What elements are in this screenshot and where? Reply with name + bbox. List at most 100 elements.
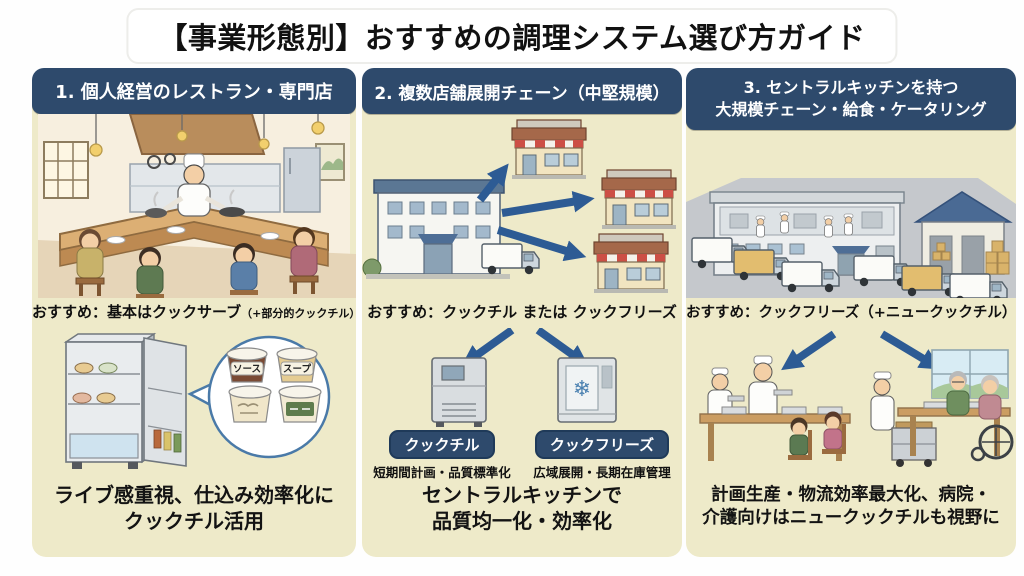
- panel1-summary-line1: ライブ感重視、仕込み効率化に: [54, 483, 334, 507]
- serving-scenes-illustration: [699, 330, 1014, 467]
- window-icon: [931, 349, 1009, 399]
- cook-freeze-group: クックフリーズ 広域展開・長期在庫管理: [522, 430, 682, 481]
- window-lattice-icon: [43, 141, 89, 199]
- panel2-summary-line2: 品質均一化・効率化: [432, 509, 612, 534]
- panel1-header: 1. 個人経営のレストラン・専門店: [32, 68, 356, 114]
- chair-back: [842, 424, 846, 454]
- box-stack-icon: [985, 240, 1010, 275]
- tray-icon: [773, 389, 793, 396]
- plate-icon: [106, 236, 126, 244]
- bottle-icon: [163, 431, 172, 451]
- arrow-down-right-icon: [496, 226, 587, 262]
- customer-figure: [75, 229, 105, 296]
- factory-awning: [832, 246, 870, 254]
- cargo-box-icon: [936, 242, 946, 252]
- arrow-right-icon: [501, 191, 595, 217]
- restaurant-counter-illustration: [38, 114, 356, 298]
- cook-freeze-badge: クックフリーズ: [534, 430, 670, 459]
- tray-icon: [727, 395, 745, 402]
- wheelchair-icon: [970, 424, 1014, 462]
- factory-logistics-illustration: [686, 178, 1016, 298]
- equipment-choice-illustration: ❄: [431, 328, 617, 427]
- method-badges: クックチル 短期間計画・品質標準化 クックフリーズ 広域展開・長期在庫管理: [362, 430, 682, 481]
- panel3-summary-line1: 計画生産・物流効率最大化、病院・: [711, 485, 991, 505]
- care-dining-scene: [870, 349, 1014, 467]
- panel3-summary: 計画生産・物流効率最大化、病院・ 介護向けはニュークックチルも視野に: [686, 484, 1016, 530]
- pendant-lamps: [89, 114, 325, 157]
- cook-chill-group: クックチル 短期間計画・品質標準化: [362, 430, 522, 481]
- meal-tray-icon: [781, 406, 807, 415]
- prepped-food-cup-icon: [278, 385, 322, 423]
- arrow-down-left-icon: [461, 328, 515, 367]
- sauce-cup-icon: ソース: [226, 347, 268, 383]
- caregiver-figure: [870, 371, 895, 431]
- steam-icon: [153, 189, 235, 207]
- prepped-food-cup-icon: [228, 385, 272, 423]
- cup-label-illegible: [237, 403, 259, 414]
- choice-arrows: [461, 328, 589, 367]
- plate-icon: [166, 226, 186, 234]
- cook-chill-desc: 短期間計画・品質標準化: [373, 465, 511, 480]
- soup-cup-label: スープ: [283, 363, 311, 375]
- panel3-header: 3. セントラルキッチンを持つ 大規模チェーン・給食・ケータリング: [686, 68, 1016, 130]
- panel2-summary: セントラルキッチンで 品質均一化・効率化: [362, 482, 682, 535]
- bottle-icon: [173, 433, 182, 453]
- plate-icon: [260, 232, 280, 240]
- meal-tray-icon: [923, 401, 949, 409]
- child-figure: [788, 417, 812, 460]
- distribution-arrows: [476, 163, 595, 262]
- delivery-truck-icon: [481, 243, 540, 275]
- elderly-man-figure: [946, 371, 970, 416]
- customer-figure: [136, 247, 164, 298]
- panel1-recommend-main: おすすめ：基本はクックサーブ: [32, 303, 242, 321]
- arrow-down-right-icon: [879, 330, 942, 370]
- panel3-recommend: おすすめ：クックフリーズ（+ニュークックチル）: [686, 305, 1017, 321]
- speech-bubble: ソース スープ: [187, 335, 331, 459]
- soup-cup-icon: スープ: [276, 347, 318, 383]
- panel3-header-line1: 3. セントラルキッチンを持つ: [743, 77, 959, 97]
- kitchen-worker-icon: [755, 215, 766, 238]
- kitchen-fridge-icon: [283, 147, 321, 213]
- school-lunch-scene: [699, 355, 851, 461]
- store-front-icon: [601, 169, 677, 230]
- panel1-header-text: 1. 個人経営のレストラン・専門店: [55, 82, 333, 103]
- central-kitchen-building-icon: [362, 179, 510, 279]
- scene-arrows: [781, 330, 942, 371]
- sauce-cup-label: ソース: [233, 364, 261, 375]
- blast-chiller-icon: [431, 357, 487, 427]
- customer-figure: [289, 227, 319, 294]
- panel3-header-line2: 大規模チェーン・給食・ケータリング: [715, 100, 987, 119]
- entrance-awning: [418, 234, 458, 244]
- store-front-icon: [593, 233, 669, 294]
- panel1-summary-line2: クックチル活用: [124, 509, 264, 534]
- frying-pan-icon: [219, 207, 245, 217]
- server-figure: [748, 355, 793, 421]
- kitchen-worker-icon: [779, 211, 790, 234]
- panel1-summary: ライブ感重視、仕込み効率化に クックチル活用: [32, 482, 356, 535]
- store-front-icon: [511, 119, 587, 180]
- pot-icon: [145, 208, 167, 218]
- kitchen-worker-icon: [843, 213, 854, 236]
- panel2-summary-line1: セントラルキッチンで: [422, 483, 622, 507]
- panel2-header: 2. 複数店舗展開チェーン（中堅規模）: [362, 68, 682, 114]
- dining-table: [699, 413, 851, 424]
- elderly-woman-figure: [978, 375, 1002, 420]
- chef-figure: [145, 153, 245, 218]
- bottle-icon: [153, 429, 162, 449]
- panel1-recommend: おすすめ：基本はクックサーブ（+部分的クックチル）: [32, 301, 360, 322]
- panel-large-chain-catering: 3. セントラルキッチンを持つ 大規模チェーン・給食・ケータリング: [686, 68, 1016, 557]
- hanging-pan-icon: [164, 153, 176, 165]
- child-figure: [822, 411, 846, 454]
- cap-icon: [873, 371, 892, 380]
- kitchen-worker-icon: [823, 215, 834, 238]
- kitchen-hood: [128, 114, 266, 155]
- arrow-down-right-icon: [535, 328, 589, 367]
- panel3-summary-line2: 介護向けはニュークックチルも視野に: [702, 508, 1000, 529]
- entrance-door: [423, 243, 453, 275]
- snowflake-icon: ❄: [573, 377, 591, 402]
- freezer-icon: ❄: [557, 357, 617, 423]
- customers: [75, 226, 319, 298]
- panel2-header-text: 2. 複数店舗展開チェーン（中堅規模）: [374, 83, 670, 104]
- arrow-down-left-icon: [781, 330, 837, 371]
- central-kitchen-distribution-illustration: [362, 119, 677, 294]
